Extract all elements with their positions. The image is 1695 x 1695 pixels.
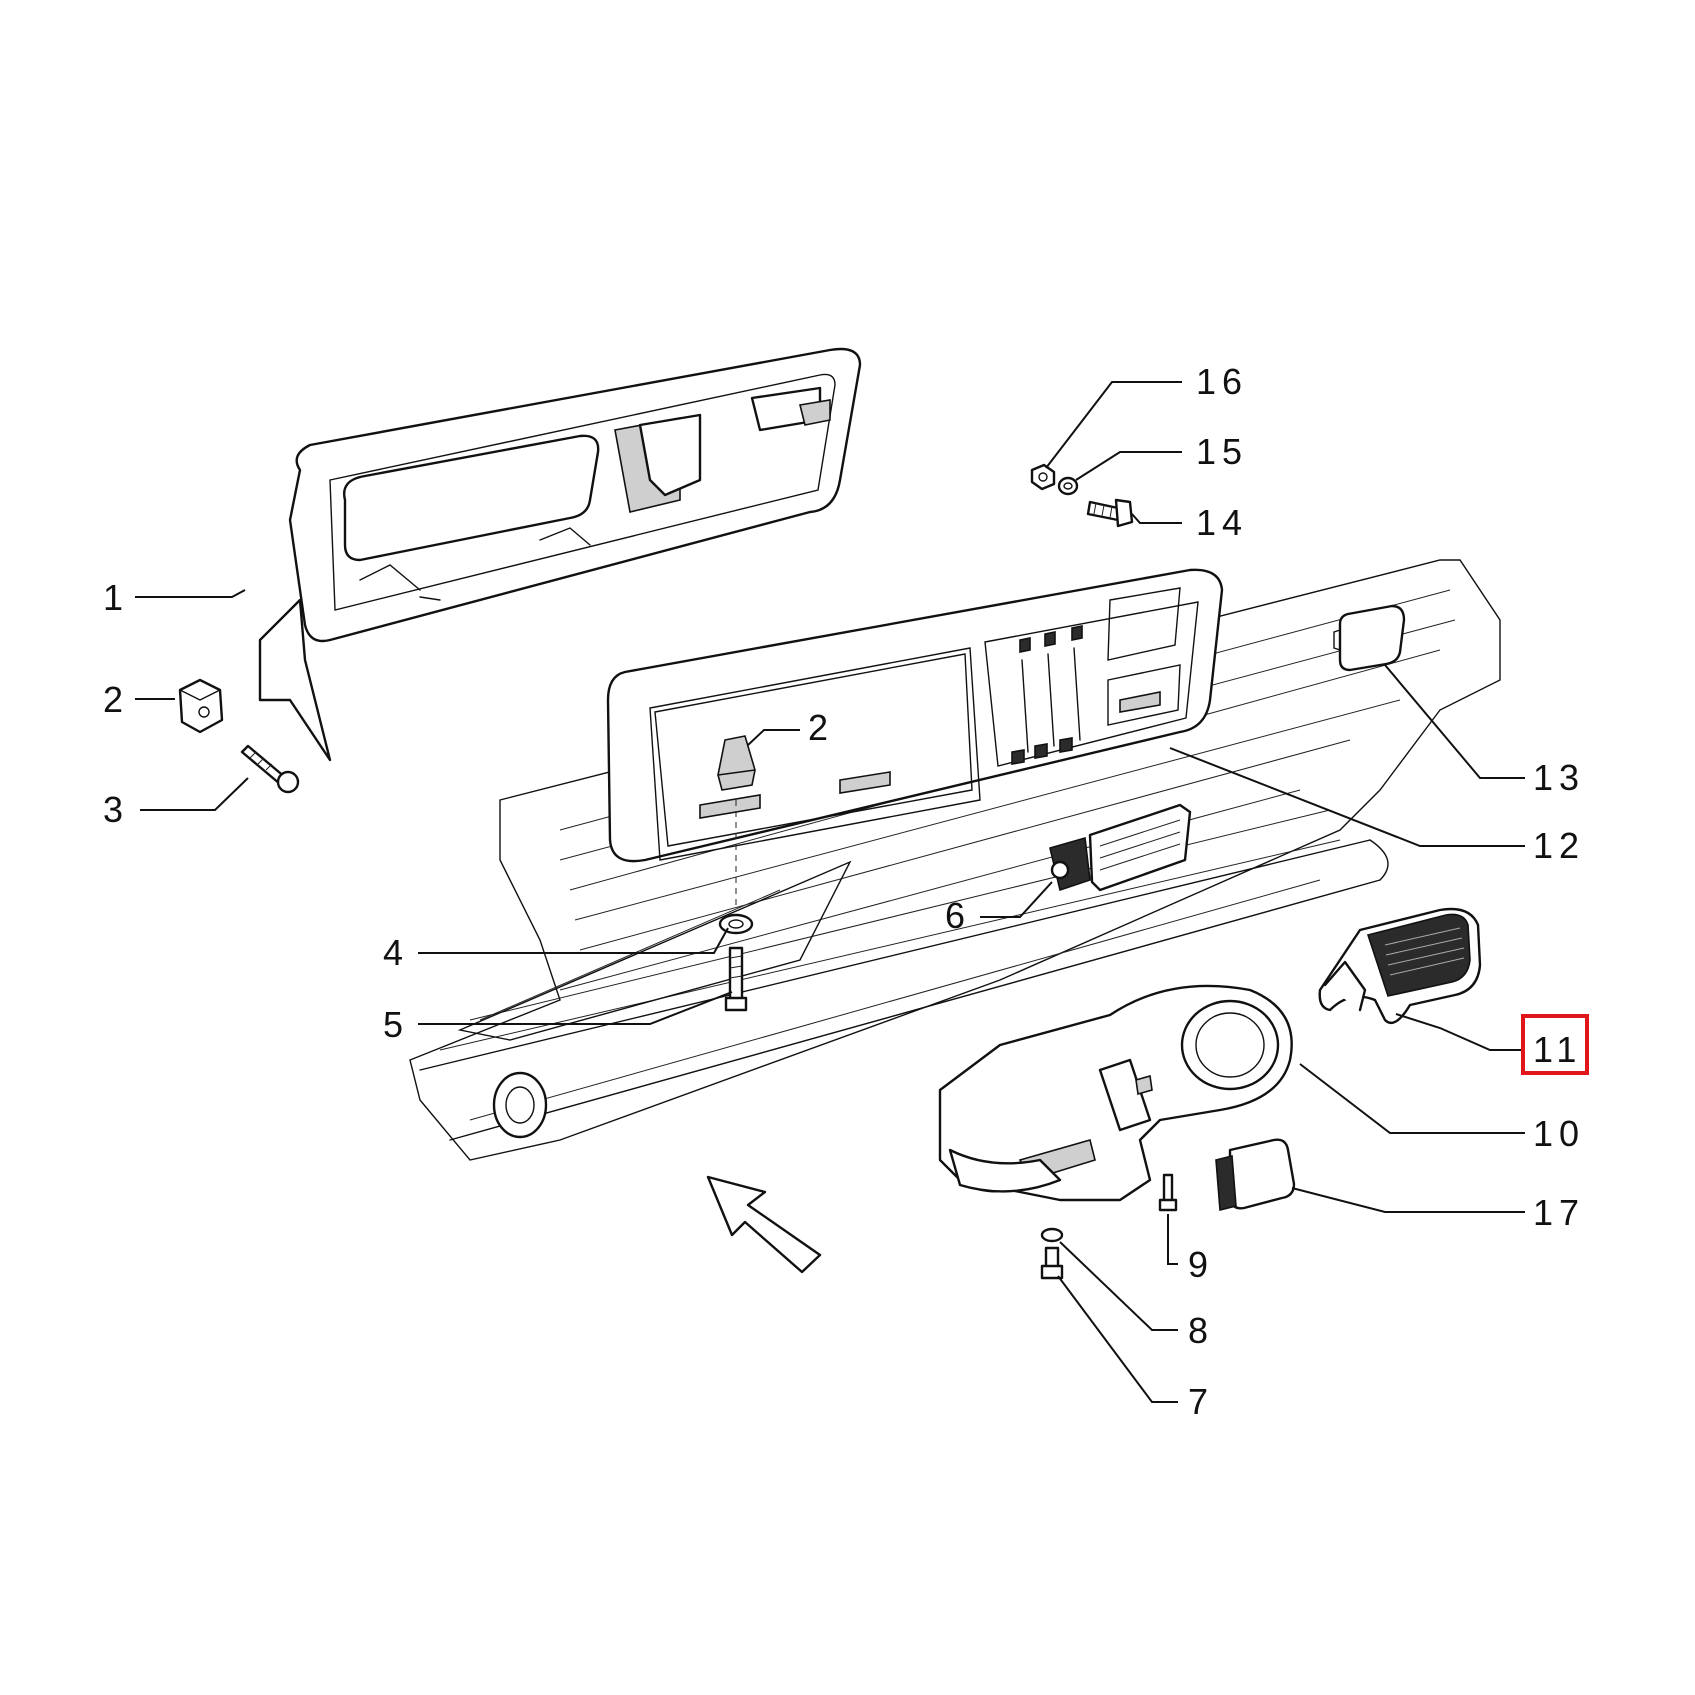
part-9-screw [1158,1173,1178,1212]
callout-10: 10 [1533,1113,1585,1154]
callout-11-highlight [1521,1014,1589,1075]
callout-1: 1 [103,577,129,618]
callout-16: 16 [1196,361,1248,402]
callout-6: 6 [945,895,971,936]
part-1-cluster-frame [258,347,862,762]
callout-3: 3 [103,789,129,830]
part-2-clip-housing [717,735,756,791]
part-3-screw [240,744,300,794]
leader-lines [135,381,1525,1403]
callout-17: 17 [1533,1192,1585,1233]
callout-4: 4 [383,932,409,973]
part-6-connector [1049,803,1192,892]
part-14-bolt [1086,498,1134,528]
dashboard-body [409,559,1501,1161]
callout-9: 9 [1188,1244,1214,1285]
part-10-column-cover [938,984,1293,1202]
callout-13: 13 [1533,757,1585,798]
callout-12: 12 [1533,825,1585,866]
callout-8: 8 [1188,1310,1214,1351]
part-12-cluster-housing [606,568,1224,863]
part-5-screw [724,946,748,1012]
part-16-nut [1030,463,1056,491]
part-7-screw [1040,1246,1064,1280]
callout-2-left: 2 [103,679,129,720]
part-8-washer [1040,1227,1064,1243]
callout-11: 11 [1533,1029,1582,1070]
part-17-cap [1215,1138,1296,1212]
callout-2-housing: 2 [808,707,834,748]
callout-labels: 1 2 2 3 4 5 6 7 8 9 10 11 12 13 14 15 16… [103,361,1585,1422]
callout-15: 15 [1196,431,1248,472]
part-13-cap [1333,604,1406,672]
part-2-clip-left [178,678,224,734]
part-11-cover [1318,907,1482,1025]
callout-5: 5 [383,1004,409,1045]
direction-arrow-icon [706,1175,822,1274]
callout-14: 14 [1196,502,1248,543]
part-15-washer [1057,476,1079,496]
callout-7: 7 [1188,1381,1214,1422]
